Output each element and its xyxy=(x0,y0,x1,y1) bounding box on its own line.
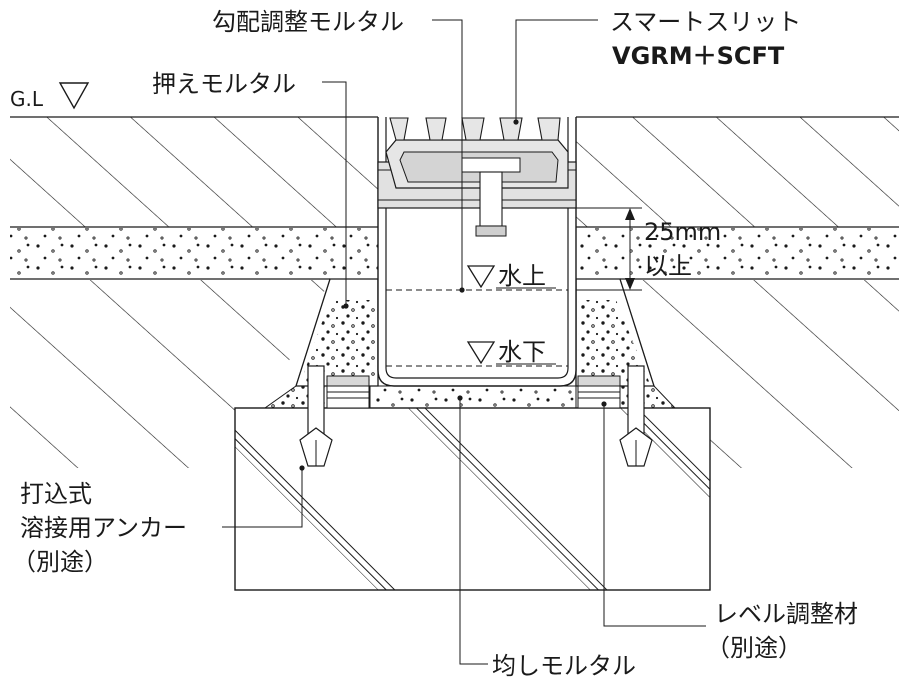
leveling-mortar xyxy=(369,385,577,409)
label-slope-mortar: 勾配調整モルタル xyxy=(212,8,404,36)
label-dimension-note: 以上 xyxy=(644,252,692,280)
leader-lines xyxy=(222,19,706,665)
label-level-adjuster-line1: レベル調整材 xyxy=(714,600,858,628)
label-holding-mortar: 押えモルタル xyxy=(152,70,296,98)
ground-level-marker xyxy=(58,82,90,110)
water-upper-marker xyxy=(466,265,556,289)
dimension-25mm xyxy=(576,207,642,291)
right-anchor xyxy=(619,365,653,467)
water-lower-marker xyxy=(466,341,556,365)
paving-layer xyxy=(10,116,899,228)
label-anchor-line2: 溶接用アンカー xyxy=(20,514,187,542)
label-product-model: VGRM＋SCFT xyxy=(612,42,785,70)
left-anchor xyxy=(299,365,333,467)
label-water-lower: 水下 xyxy=(498,338,546,366)
label-product-name: スマートスリット xyxy=(610,8,801,36)
label-water-upper: 水上 xyxy=(498,262,546,290)
base-layer xyxy=(0,280,909,488)
label-ground-level: G.L xyxy=(10,87,44,111)
label-anchor-line1: 打込式 xyxy=(20,480,92,508)
slit-grating xyxy=(377,117,577,237)
label-level-adjuster-line2: （別途） xyxy=(706,634,802,662)
label-dimension-value: 25mm xyxy=(644,218,721,246)
level-adjusters xyxy=(326,375,621,409)
label-anchor-line3: （別途） xyxy=(12,548,108,576)
label-leveling-mortar: 均しモルタル xyxy=(492,652,636,680)
